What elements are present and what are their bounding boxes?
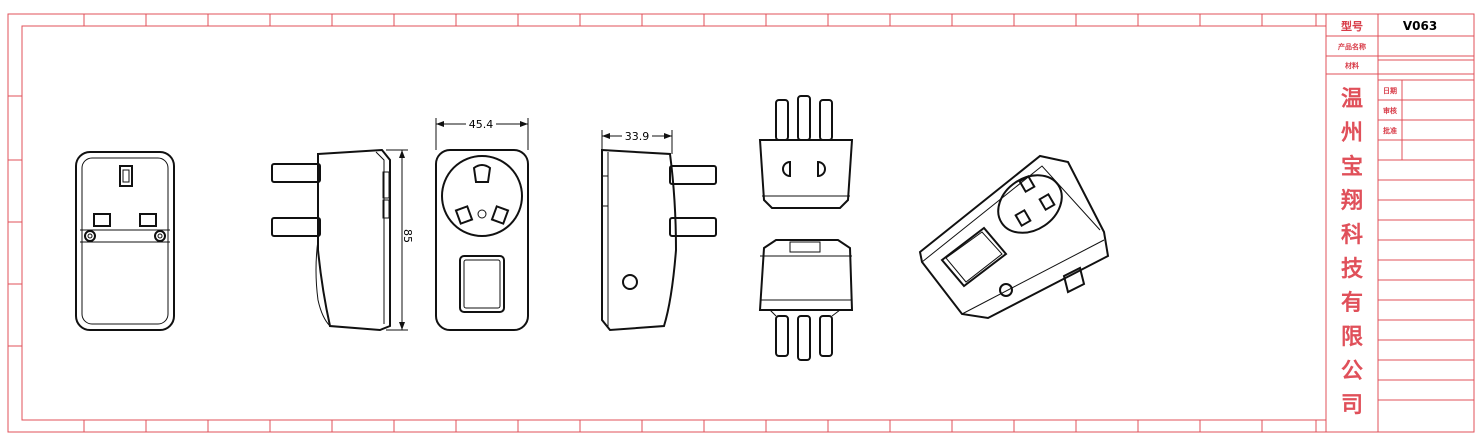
front-width-dimension: 45.4 — [469, 118, 494, 131]
model-value: V063 — [1403, 19, 1437, 33]
model-label: 型号 — [1341, 19, 1363, 33]
date-label: 日期 — [1383, 86, 1397, 95]
back-view — [75, 151, 175, 331]
bottom-view — [758, 239, 854, 361]
right-side-view: 33.9 — [601, 129, 717, 332]
company-char: 翔 — [1340, 188, 1363, 214]
top-view — [758, 95, 854, 209]
title-block: 型号 V063 产品名称 材料 日期 审核 批准 温 州 宝 翔 科 技 有 限… — [1325, 14, 1474, 432]
isometric-view — [918, 154, 1110, 320]
company-char: 司 — [1341, 393, 1363, 418]
front-view: 45.4 — [435, 117, 529, 331]
approve-label: 批准 — [1383, 126, 1397, 135]
material-label: 材料 — [1344, 61, 1359, 70]
company-char: 技 — [1341, 257, 1364, 282]
height-dimension: 85 — [401, 229, 414, 243]
drawing-frame — [7, 13, 1475, 433]
left-side-view: 85 — [271, 148, 414, 332]
company-char: 限 — [1341, 325, 1363, 350]
company-char: 宝 — [1341, 154, 1363, 180]
company-char: 温 — [1341, 87, 1363, 112]
side-depth-dimension: 33.9 — [625, 130, 650, 143]
company-char: 有 — [1341, 290, 1363, 316]
company-char: 科 — [1341, 223, 1363, 248]
company-name: 温 州 宝 翔 科 技 有 限 公 司 — [1340, 87, 1364, 418]
product-name-label: 产品名称 — [1338, 42, 1366, 51]
company-char: 州 — [1341, 121, 1363, 146]
review-label: 审核 — [1383, 106, 1397, 115]
company-char: 公 — [1341, 359, 1363, 384]
